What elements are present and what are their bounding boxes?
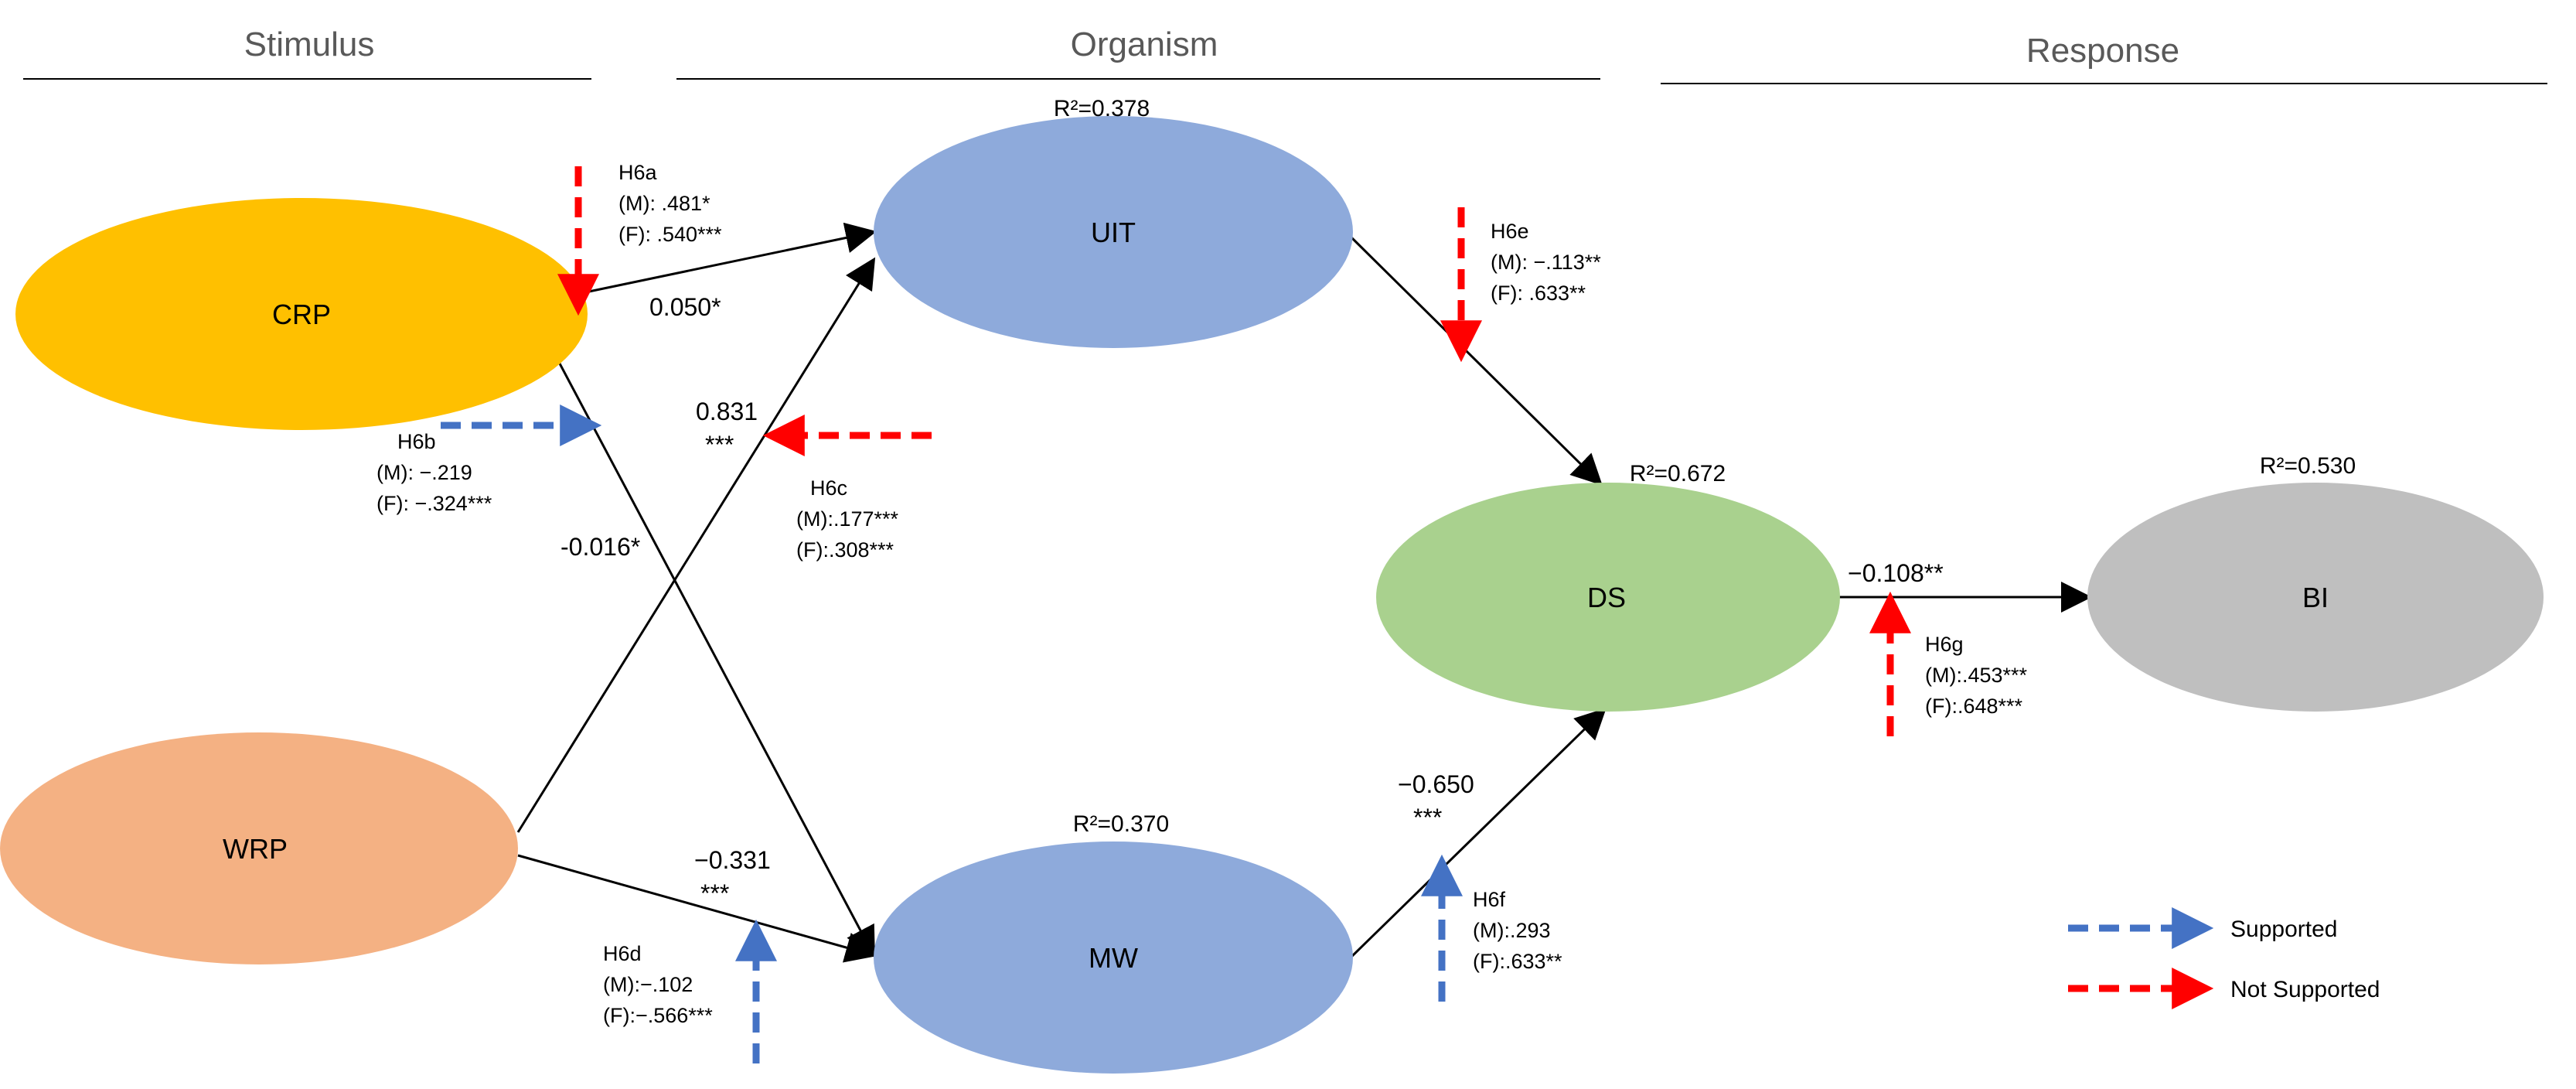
h6f-female: (F):.633** [1473,950,1562,973]
node-uit [874,116,1353,348]
h6b-female: (F): −.324*** [377,492,492,515]
node-ds-label: DS [1587,582,1626,613]
h6g-annotation: H6g (M):.453*** (F):.648*** [1925,633,2028,718]
node-uit-label: UIT [1091,217,1136,248]
coef-crp-uit: 0.050* [649,293,721,321]
h6d-id: H6d [603,942,642,965]
path-mw-ds [1348,708,1607,961]
h6b-id: H6b [397,430,436,453]
section-organism-title: Organism [1071,26,1218,63]
node-ds [1376,483,1840,712]
legend-supported-label: Supported [2230,917,2337,942]
h6b-male: (M): −.219 [377,461,472,484]
h6e-annotation: H6e (M): −.113** (F): .633** [1491,220,1601,305]
node-crp-label: CRP [272,299,331,330]
section-response-title: Response [2026,32,2179,70]
section-stimulus-title: Stimulus [244,26,375,63]
path-wrp-mw [517,854,877,963]
node-wrp [0,732,518,964]
h6d-annotation: H6d (M):−.102 (F):−.566*** [603,942,713,1027]
h6c-id: H6c [810,476,847,500]
node-mw-r2: R²=0.370 [1073,811,1169,837]
coef-mw-ds-value: −0.650 [1398,770,1474,798]
h6g-female: (F):.648*** [1925,695,2023,718]
node-crp [15,198,588,430]
h6a-annotation: H6a (M): .481* (F): .540*** [618,161,722,246]
coef-wrp-mw-value: −0.331 [694,846,771,874]
h6d-male: (M):−.102 [603,973,693,996]
h6c-male: (M):.177*** [796,507,899,531]
coef-ds-bi: −0.108** [1848,559,1944,587]
h6f-annotation: H6f (M):.293 (F):.633** [1473,888,1562,973]
h6f-id: H6f [1473,888,1506,911]
h6g-id: H6g [1925,633,1964,656]
path-wrp-uit [516,257,876,833]
h6g-male: (M):.453*** [1925,664,2028,687]
h6a-id: H6a [618,161,658,184]
node-bi [2087,483,2544,712]
coef-mw-ds-sig: *** [1413,804,1442,831]
node-mw-label: MW [1089,942,1138,974]
h6e-male: (M): −.113** [1491,251,1601,274]
h6a-female: (F): .540*** [618,223,722,246]
h6d-female: (F):−.566*** [603,1004,713,1027]
h6e-id: H6e [1491,220,1529,243]
coef-wrp-uit-value: 0.831 [696,398,758,425]
node-bi-r2: R²=0.530 [2260,453,2356,479]
node-mw [874,842,1353,1074]
coef-crp-mw: -0.016* [561,533,640,561]
h6c-annotation: H6c (M):.177*** (F):.308*** [796,476,899,562]
node-wrp-label: WRP [223,833,288,865]
node-uit-r2: R²=0.378 [1054,96,1150,121]
h6f-male: (M):.293 [1473,919,1551,942]
legend-not-supported-label: Not Supported [2230,977,2380,1002]
h6a-male: (M): .481* [618,192,710,215]
legend: Supported Not Supported [2068,907,2380,1009]
h6e-female: (F): .633** [1491,282,1586,305]
node-ds-r2: R²=0.672 [1630,461,1726,486]
h6c-female: (F):.308*** [796,538,894,562]
node-bi-label: BI [2302,582,2329,613]
coef-wrp-mw-sig: *** [700,879,729,907]
h6b-annotation: H6b (M): −.219 (F): −.324*** [377,430,492,515]
coef-wrp-uit-sig: *** [705,431,734,459]
